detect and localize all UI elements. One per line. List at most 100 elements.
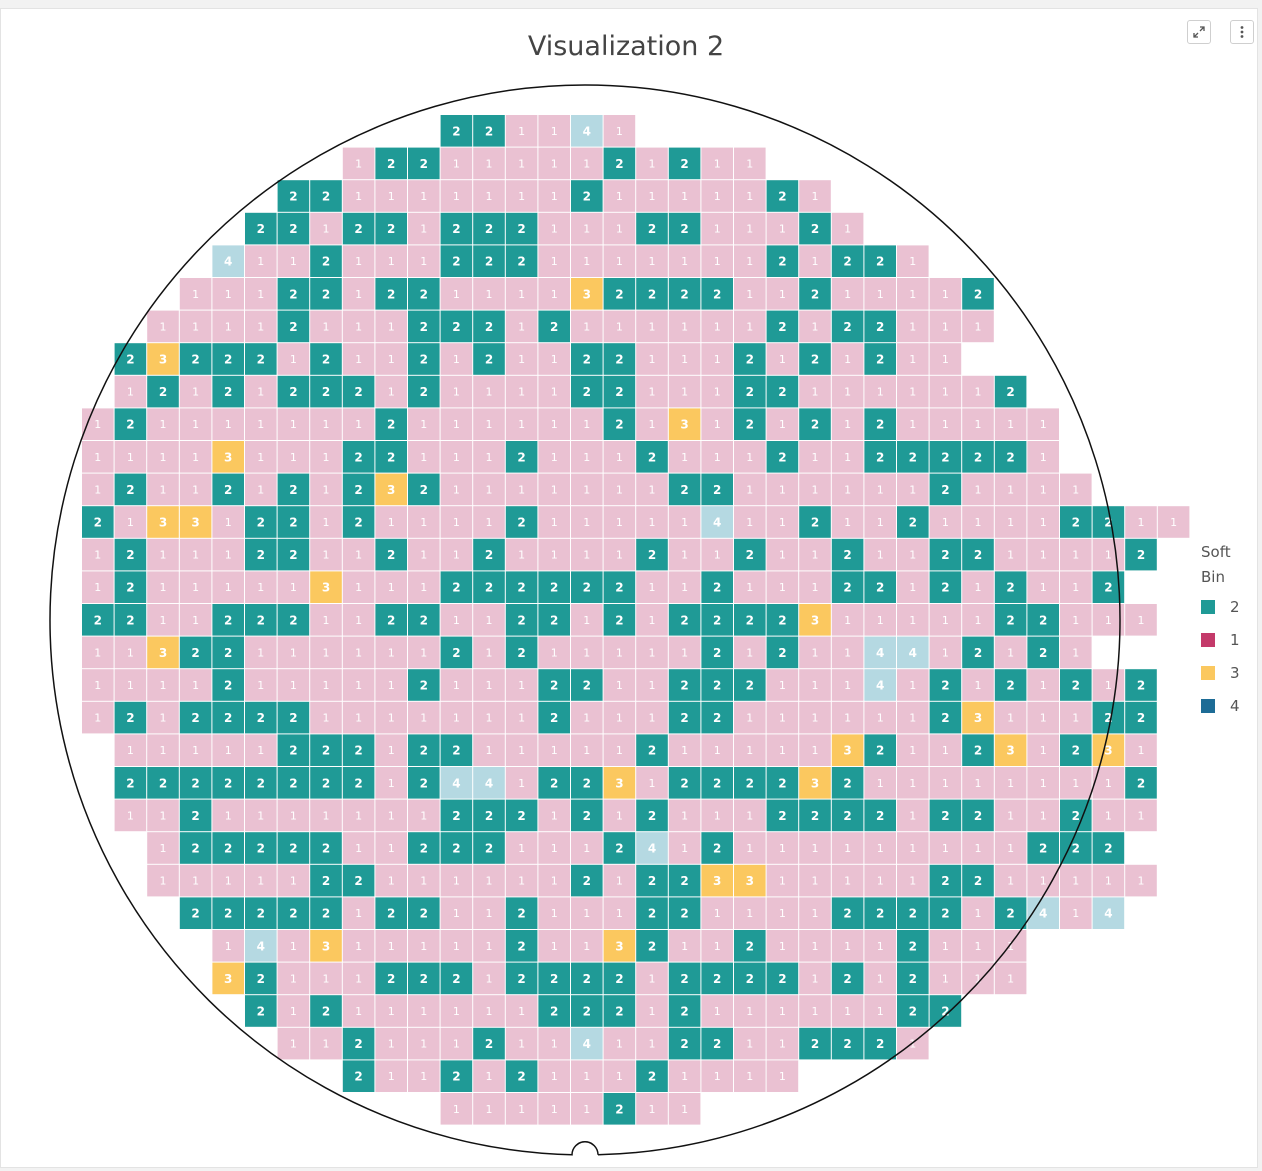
die-cell[interactable]: [831, 571, 864, 603]
die-cell[interactable]: [864, 538, 896, 571]
die-cell[interactable]: [473, 930, 505, 962]
die-cell[interactable]: [603, 212, 636, 245]
die-cell[interactable]: [342, 538, 375, 571]
die-cell[interactable]: [473, 408, 505, 440]
die-cell[interactable]: [538, 604, 570, 636]
die-cell[interactable]: [766, 408, 799, 440]
die-cell[interactable]: [766, 538, 799, 571]
die-cell[interactable]: [310, 897, 342, 929]
die-cell[interactable]: [310, 962, 342, 995]
die-cell[interactable]: [245, 864, 277, 897]
die-cell[interactable]: [505, 669, 538, 701]
die-cell[interactable]: [1092, 897, 1125, 929]
die-cell[interactable]: [245, 538, 277, 571]
die-cell[interactable]: [375, 734, 407, 766]
die-cell[interactable]: [734, 1027, 766, 1060]
die-cell[interactable]: [929, 604, 962, 636]
die-cell[interactable]: [831, 767, 864, 799]
die-cell[interactable]: [636, 864, 668, 897]
die-cell[interactable]: [310, 538, 342, 571]
die-cell[interactable]: [245, 995, 277, 1027]
die-cell[interactable]: [538, 864, 570, 897]
die-cell[interactable]: [864, 799, 896, 832]
die-cell[interactable]: [179, 310, 212, 343]
die-cell[interactable]: [799, 441, 831, 473]
die-cell[interactable]: [538, 701, 570, 734]
die-cell[interactable]: [473, 212, 505, 245]
die-cell[interactable]: [1060, 636, 1092, 669]
die-cell[interactable]: [897, 408, 929, 440]
die-cell[interactable]: [147, 734, 179, 766]
die-cell[interactable]: [994, 734, 1027, 766]
die-cell[interactable]: [897, 571, 929, 603]
die-cell[interactable]: [962, 310, 994, 343]
die-cell[interactable]: [505, 147, 538, 180]
die-cell[interactable]: [766, 799, 799, 832]
die-cell[interactable]: [277, 245, 310, 277]
die-cell[interactable]: [603, 310, 636, 343]
die-cell[interactable]: [1125, 734, 1157, 766]
die-cell[interactable]: [82, 473, 114, 506]
die-cell[interactable]: [799, 1027, 831, 1060]
die-cell[interactable]: [603, 408, 636, 440]
die-cell[interactable]: [1092, 799, 1125, 832]
die-cell[interactable]: [310, 310, 342, 343]
die-cell[interactable]: [799, 930, 831, 962]
die-cell[interactable]: [114, 441, 147, 473]
die-cell[interactable]: [310, 375, 342, 408]
die-cell[interactable]: [929, 375, 962, 408]
die-cell[interactable]: [603, 343, 636, 375]
die-cell[interactable]: [342, 701, 375, 734]
die-cell[interactable]: [994, 701, 1027, 734]
die-cell[interactable]: [962, 669, 994, 701]
die-cell[interactable]: [929, 538, 962, 571]
die-cell[interactable]: [636, 245, 668, 277]
die-cell[interactable]: [1125, 767, 1157, 799]
die-cell[interactable]: [310, 669, 342, 701]
die-cell[interactable]: [571, 245, 603, 277]
die-cell[interactable]: [864, 832, 896, 864]
die-cell[interactable]: [375, 375, 407, 408]
die-cell[interactable]: [571, 734, 603, 766]
die-cell[interactable]: [994, 604, 1027, 636]
die-cell[interactable]: [1092, 604, 1125, 636]
die-cell[interactable]: [1092, 734, 1125, 766]
die-cell[interactable]: [538, 408, 570, 440]
die-cell[interactable]: [897, 538, 929, 571]
die-cell[interactable]: [734, 962, 766, 995]
die-cell[interactable]: [342, 604, 375, 636]
die-cell[interactable]: [505, 278, 538, 310]
die-cell[interactable]: [929, 864, 962, 897]
die-cell[interactable]: [408, 245, 440, 277]
die-cell[interactable]: [636, 375, 668, 408]
die-cell[interactable]: [734, 701, 766, 734]
die-cell[interactable]: [864, 962, 896, 995]
die-cell[interactable]: [505, 473, 538, 506]
die-cell[interactable]: [668, 767, 701, 799]
die-cell[interactable]: [701, 604, 733, 636]
die-cell[interactable]: [310, 441, 342, 473]
die-cell[interactable]: [571, 897, 603, 929]
die-cell[interactable]: [277, 212, 310, 245]
die-cell[interactable]: [505, 408, 538, 440]
die-cell[interactable]: [440, 799, 473, 832]
die-cell[interactable]: [668, 832, 701, 864]
die-cell[interactable]: [408, 473, 440, 506]
die-cell[interactable]: [375, 767, 407, 799]
die-cell[interactable]: [473, 897, 505, 929]
die-cell[interactable]: [701, 995, 733, 1027]
die-cell[interactable]: [114, 734, 147, 766]
die-cell[interactable]: [505, 897, 538, 929]
die-cell[interactable]: [342, 506, 375, 538]
die-cell[interactable]: [994, 636, 1027, 669]
die-cell[interactable]: [799, 538, 831, 571]
die-cell[interactable]: [114, 408, 147, 440]
die-cell[interactable]: [114, 473, 147, 506]
die-cell[interactable]: [603, 375, 636, 408]
die-cell[interactable]: [408, 701, 440, 734]
die-cell[interactable]: [538, 180, 570, 212]
die-cell[interactable]: [897, 897, 929, 929]
die-cell[interactable]: [245, 701, 277, 734]
die-cell[interactable]: [1060, 897, 1092, 929]
die-cell[interactable]: [408, 636, 440, 669]
